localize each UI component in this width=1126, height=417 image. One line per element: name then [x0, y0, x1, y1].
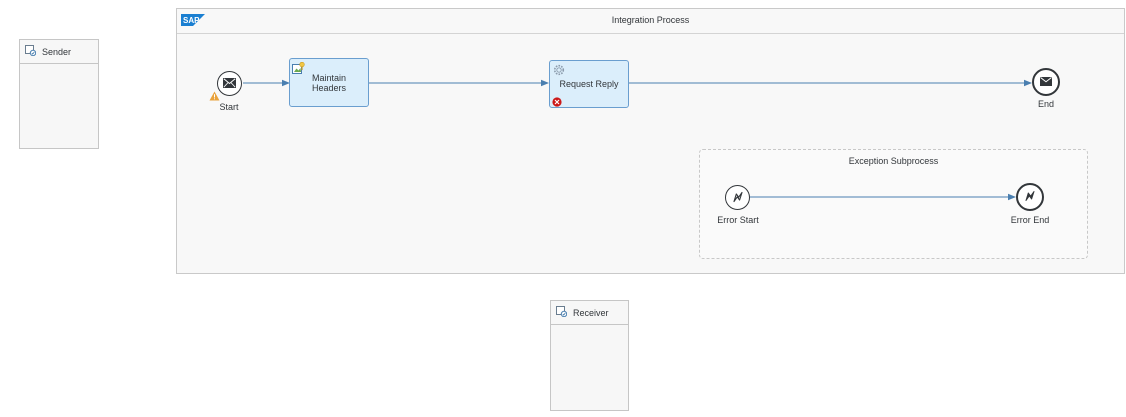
maintain-headers-label-line2: Headers — [311, 83, 347, 93]
lightning-icon — [732, 191, 744, 205]
request-reply-label: Request Reply — [559, 79, 619, 89]
receiver-participant[interactable]: Receiver — [550, 300, 629, 411]
error-circle-icon[interactable] — [552, 97, 562, 109]
start-event[interactable] — [217, 71, 242, 96]
error-end-label: Error End — [1010, 215, 1050, 225]
sender-label: Sender — [42, 46, 72, 57]
error-start-label: Error Start — [717, 215, 759, 225]
sender-header: Sender — [20, 40, 98, 64]
receiver-label: Receiver — [573, 307, 609, 318]
sender-participant[interactable]: Sender — [19, 39, 99, 149]
error-end-event[interactable] — [1016, 183, 1044, 211]
exception-subprocess-title: Exception Subprocess — [848, 156, 939, 166]
sap-logo-text: SAP — [183, 16, 200, 25]
warning-triangle-icon[interactable] — [209, 91, 220, 103]
lightning-icon — [1024, 190, 1036, 204]
end-event[interactable] — [1032, 68, 1060, 96]
request-reply-task[interactable]: Request Reply — [549, 60, 629, 108]
receiver-header: Receiver — [551, 301, 628, 325]
maintain-headers-label-line1: Maintain — [311, 73, 347, 83]
integration-process-title: Integration Process — [611, 15, 690, 25]
end-event-label: End — [1037, 99, 1054, 109]
maintain-headers-task[interactable]: Maintain Headers — [289, 58, 369, 107]
envelope-icon — [1040, 76, 1052, 88]
integration-process-header: SAP Integration Process — [177, 9, 1124, 34]
error-start-event[interactable] — [725, 185, 750, 210]
participant-icon — [25, 45, 37, 58]
start-event-label: Start — [219, 102, 239, 112]
sap-logo: SAP — [181, 14, 205, 28]
participant-icon — [556, 306, 568, 319]
gear-icon — [553, 64, 565, 78]
envelope-icon — [223, 77, 236, 90]
content-modifier-icon — [292, 61, 305, 76]
